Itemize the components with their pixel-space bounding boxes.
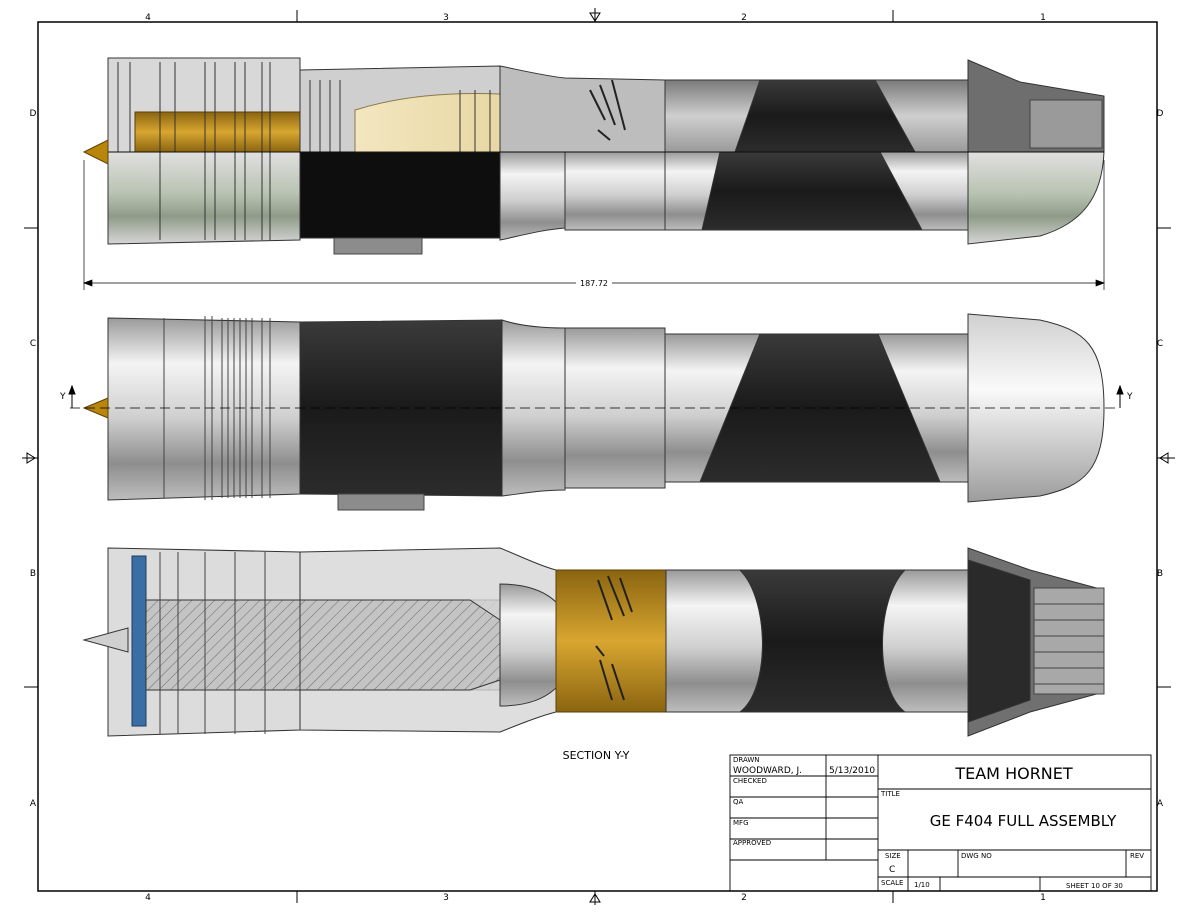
scale-value: 1/10 <box>914 881 930 889</box>
drawn-label: DRAWN <box>733 756 760 764</box>
zone-row-b-right: B <box>1157 569 1163 579</box>
rev-label: REV <box>1130 852 1144 860</box>
section-label: SECTION Y-Y <box>563 749 630 762</box>
company-name: TEAM HORNET <box>954 764 1073 783</box>
zone-labels: 4 3 2 1 4 3 2 1 D C B A D C B A <box>30 13 1164 903</box>
section-marker-right: Y <box>1126 392 1133 402</box>
zone-row-a-right: A <box>1157 799 1164 809</box>
section-arrows <box>68 384 1124 408</box>
sheet-border <box>37 21 1158 892</box>
qa-label: QA <box>733 798 744 806</box>
zone-col-2-bottom: 2 <box>741 893 747 903</box>
title-label: TITLE <box>880 790 900 798</box>
sheet-number: SHEET 10 OF 30 <box>1066 882 1123 890</box>
checked-label: CHECKED <box>733 777 767 785</box>
zone-row-d-left: D <box>30 109 37 119</box>
zone-col-2-top: 2 <box>741 13 747 23</box>
engine-view-cutaway <box>82 57 1105 255</box>
zone-row-a-left: A <box>30 799 37 809</box>
zone-row-c-left: C <box>30 339 36 349</box>
drawn-name: WOODWARD, J. <box>733 766 802 776</box>
size-value: C <box>889 865 895 875</box>
zone-row-b-left: B <box>30 569 36 579</box>
zone-ticks <box>24 10 1171 903</box>
engine-view-exterior <box>70 313 1120 511</box>
zone-col-4-bottom: 4 <box>145 893 151 903</box>
zone-col-3-bottom: 3 <box>443 893 449 903</box>
engine-view-section <box>82 547 1105 737</box>
centering-marks <box>22 8 1175 905</box>
size-label: SIZE <box>885 852 901 860</box>
zone-col-3-top: 3 <box>443 13 449 23</box>
zone-row-d-right: D <box>1157 109 1164 119</box>
zone-row-c-right: C <box>1157 339 1163 349</box>
drawing-title: GE F404 FULL ASSEMBLY <box>930 812 1117 830</box>
zone-col-4-top: 4 <box>145 13 151 23</box>
section-marker-left: Y <box>59 392 66 402</box>
overall-length-dimension <box>83 160 1105 290</box>
overall-length-value: 187.72 <box>580 279 608 288</box>
zone-col-1-bottom: 1 <box>1040 893 1046 903</box>
title-block <box>729 754 1152 892</box>
mfg-label: MFG <box>733 819 749 827</box>
zone-col-1-top: 1 <box>1040 13 1046 23</box>
drawn-date: 5/13/2010 <box>829 766 875 776</box>
dwg-no-label: DWG NO <box>961 852 992 860</box>
scale-label: SCALE <box>881 879 903 887</box>
approved-label: APPROVED <box>733 839 771 847</box>
